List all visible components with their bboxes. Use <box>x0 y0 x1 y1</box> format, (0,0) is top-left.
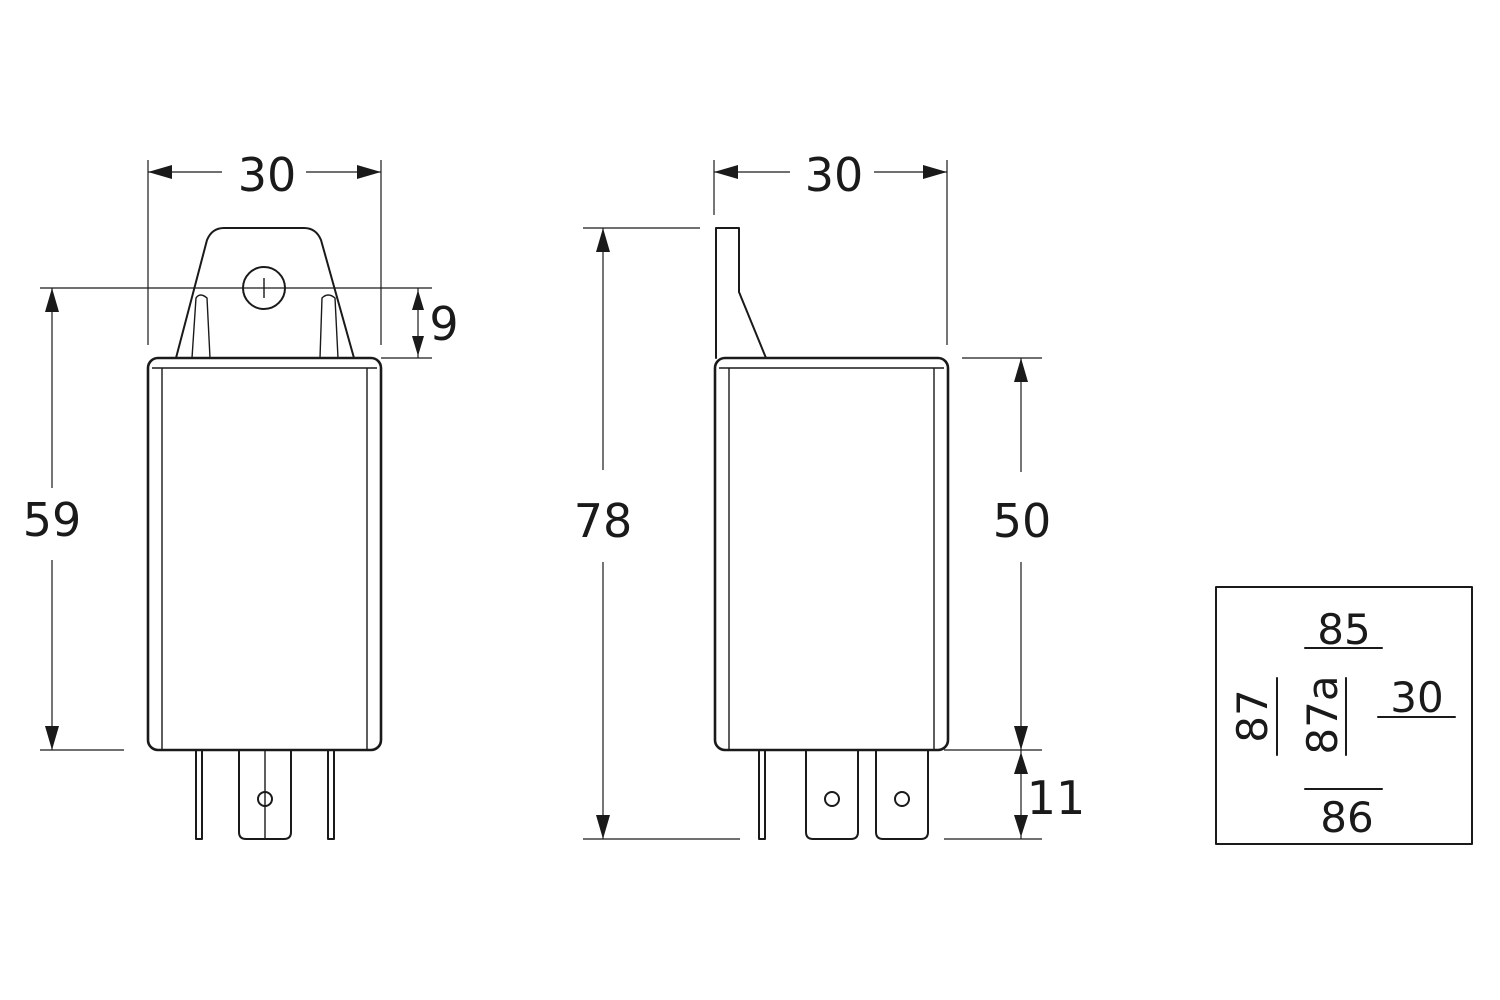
side-pin-thin <box>758 749 766 840</box>
front-view <box>146 227 383 840</box>
side-pin-length-dimension: 11 <box>944 750 1086 840</box>
pin-30-label: 30 <box>1390 673 1443 722</box>
front-pin-hole <box>257 791 273 807</box>
side-total-height-dimension: 78 <box>574 227 740 840</box>
front-pin-left <box>195 749 203 840</box>
front-tab-label: 9 <box>429 297 458 351</box>
pin-layout-frame <box>1215 586 1473 845</box>
front-body <box>146 356 383 752</box>
side-body <box>713 356 950 752</box>
side-width-label: 30 <box>805 148 864 202</box>
side-view <box>713 227 950 840</box>
side-pin-left <box>805 749 859 840</box>
front-mounting-tab <box>175 227 355 359</box>
side-pin-right-hole <box>894 791 910 807</box>
pin-87a-label: 87a <box>1298 675 1347 754</box>
pin-86-label: 86 <box>1320 793 1373 842</box>
pin-85-label: 85 <box>1317 605 1370 654</box>
front-height-dimension: 59 <box>23 287 432 751</box>
pin-layout-diagram: 85 86 30 87 87a <box>1215 586 1473 845</box>
pin-87-label: 87 <box>1228 689 1277 742</box>
side-width-dimension: 30 <box>713 148 948 345</box>
side-total-height-label: 78 <box>574 494 633 548</box>
front-tab-dimension: 9 <box>381 288 459 359</box>
side-pin-right <box>875 749 929 840</box>
side-body-height-label: 50 <box>993 494 1052 548</box>
side-body-height-dimension: 50 <box>944 357 1052 751</box>
side-pin-length-label: 11 <box>1027 771 1086 825</box>
front-width-label: 30 <box>238 148 297 202</box>
side-pin-left-hole <box>824 791 840 807</box>
front-tab-slot-left <box>191 294 211 359</box>
side-bracket <box>715 227 767 359</box>
front-tab-slot-right <box>319 294 339 359</box>
front-pin-right <box>327 749 335 840</box>
front-height-label: 59 <box>23 493 82 547</box>
front-width-dimension: 30 <box>147 148 382 345</box>
